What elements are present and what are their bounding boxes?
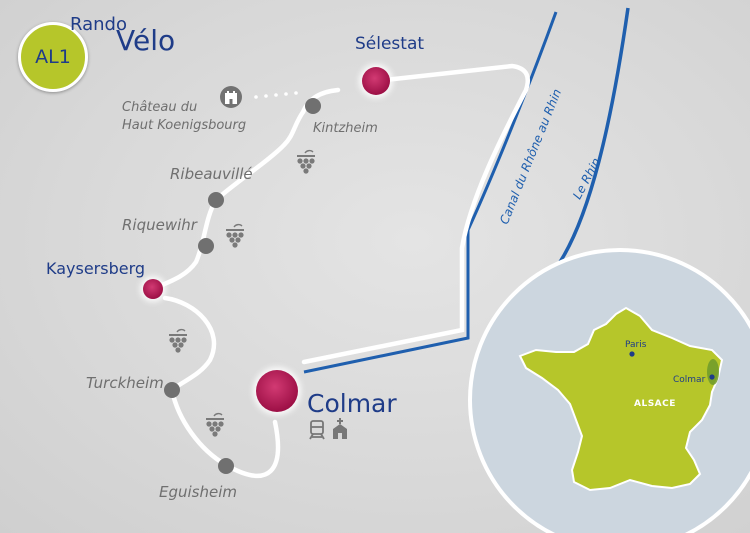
castle-icon — [220, 86, 242, 108]
label-chateau-2: Haut Koenigsbourg — [122, 118, 247, 133]
brand-rando: Rando — [70, 14, 127, 35]
stop-kaysersberg — [143, 279, 163, 299]
paris-dot — [629, 351, 635, 357]
brand-velo: Vélo — [116, 24, 176, 57]
france-shape — [518, 306, 724, 492]
grapes-icon — [169, 328, 187, 353]
label-ribeauville: Ribeauvillé — [170, 165, 253, 183]
label-kintzheim: Kintzheim — [313, 121, 378, 136]
label-selestat: Sélestat — [355, 34, 425, 54]
train-icon — [309, 420, 325, 440]
chateau-dotted-link — [254, 91, 298, 99]
inset-label-paris: Paris — [625, 340, 647, 350]
france-inset — [468, 248, 750, 533]
label-chateau-1: Château du — [122, 100, 198, 115]
label-turckheim: Turckheim — [86, 374, 164, 392]
stop-riquewihr — [198, 238, 214, 254]
alsace-region — [707, 359, 719, 385]
grapes-icon — [297, 149, 315, 174]
label-kaysersberg: Kaysersberg — [46, 259, 146, 278]
major-stops — [140, 64, 393, 415]
church-icon — [333, 418, 347, 439]
inset-label-alsace: ALSACE — [634, 399, 676, 409]
stop-kintzheim — [305, 98, 321, 114]
route-code: AL1 — [35, 46, 71, 68]
label-eguisheim: Eguisheim — [159, 483, 238, 501]
grapes-icon — [206, 412, 224, 437]
grapes-icon — [226, 223, 244, 248]
label-colmar: Colmar — [307, 389, 397, 418]
colmar-inset-dot — [709, 374, 715, 380]
stop-ribeauville — [208, 192, 224, 208]
stop-eguisheim — [218, 458, 234, 474]
stop-selestat — [362, 67, 390, 95]
label-riquewihr: Riquewihr — [122, 216, 197, 234]
stop-turckheim — [164, 382, 180, 398]
minor-stops — [164, 98, 321, 474]
inset-label-colmar: Colmar — [673, 375, 706, 385]
canal-line — [303, 11, 558, 374]
route-badge: AL1 — [18, 22, 88, 92]
stop-colmar — [256, 370, 298, 412]
